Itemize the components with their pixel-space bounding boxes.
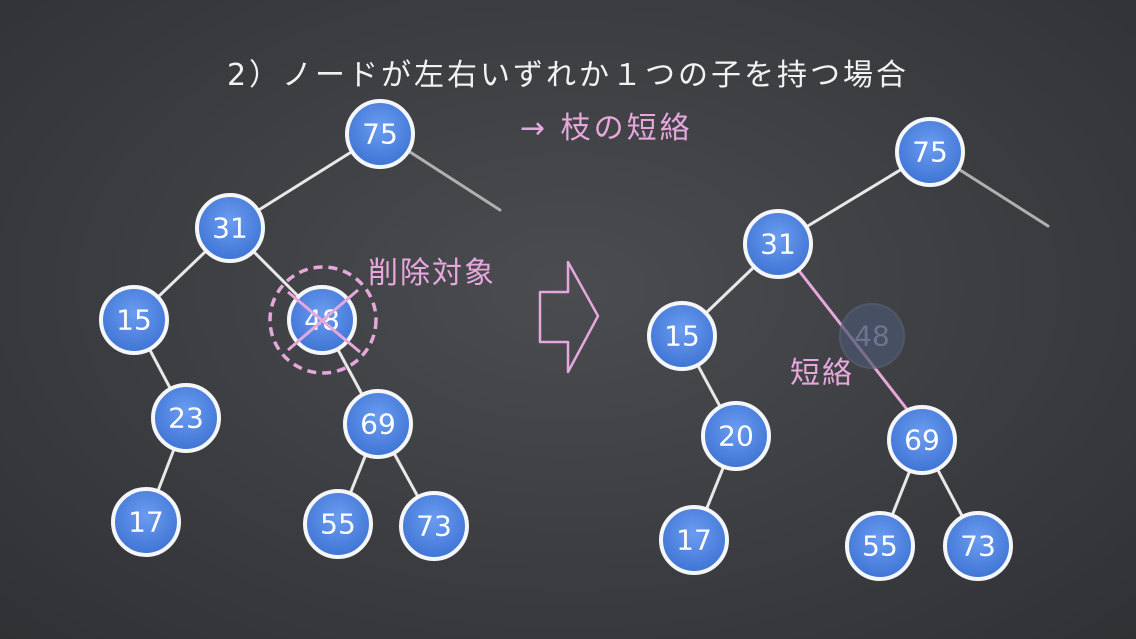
node-r31: 31 (743, 209, 813, 279)
svg-text:48: 48 (854, 320, 890, 353)
shortcut-label: 短絡 (790, 356, 854, 391)
svg-text:20: 20 (718, 420, 754, 453)
node-17: 17 (111, 487, 181, 557)
slide-subtitle: → 枝の短絡 (520, 111, 693, 146)
node-r69: 69 (887, 405, 957, 475)
svg-text:23: 23 (168, 402, 204, 435)
right-arrow-icon (538, 260, 600, 374)
svg-text:73: 73 (960, 530, 996, 563)
svg-text:75: 75 (362, 118, 398, 151)
node-75: 75 (345, 99, 415, 169)
dashed-circle-icon (268, 265, 378, 375)
svg-text:17: 17 (676, 524, 712, 557)
node-55: 55 (303, 489, 373, 559)
node-31: 31 (195, 193, 265, 263)
svg-text:69: 69 (360, 408, 396, 441)
svg-text:15: 15 (664, 320, 700, 353)
node-r17: 17 (659, 505, 729, 575)
cross-icon (287, 290, 361, 354)
svg-text:55: 55 (320, 508, 356, 541)
svg-text:31: 31 (212, 212, 248, 245)
svg-text:17: 17 (128, 506, 164, 539)
node-r73: 73 (943, 511, 1013, 581)
edge-r75-right (958, 168, 1050, 228)
delete-mark (268, 265, 378, 375)
svg-text:73: 73 (416, 510, 452, 543)
svg-text:31: 31 (760, 228, 796, 261)
node-r15: 15 (647, 301, 717, 371)
svg-text:75: 75 (912, 136, 948, 169)
svg-text:69: 69 (904, 424, 940, 457)
node-23: 23 (151, 383, 221, 453)
svg-text:15: 15 (116, 304, 152, 337)
node-r20: 20 (701, 401, 771, 471)
node-69: 69 (343, 389, 413, 459)
node-r75: 75 (895, 117, 965, 187)
ghost-node-48: 48 (839, 303, 905, 369)
node-r55: 55 (845, 511, 915, 581)
edge-75-right (408, 150, 502, 212)
slide-title: 2）ノードが左右いずれか１つの子を持つ場合 (226, 58, 910, 93)
delete-target-label: 削除対象 (368, 256, 496, 291)
node-15: 15 (99, 285, 169, 355)
svg-text:55: 55 (862, 530, 898, 563)
node-73: 73 (399, 491, 469, 561)
